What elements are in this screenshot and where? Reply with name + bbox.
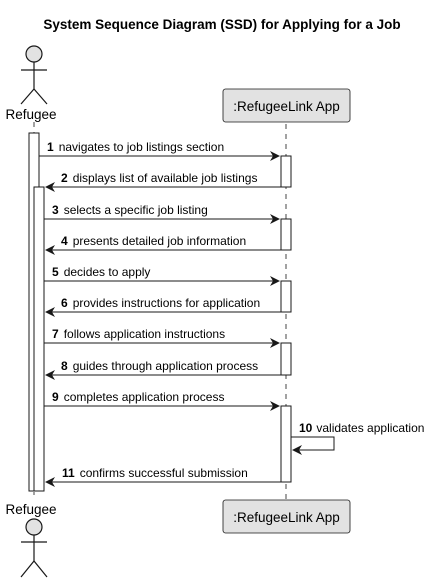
system-label-bottom: :RefugeeLink App [233, 510, 340, 525]
system-activation-5 [280, 280, 292, 313]
system-label-top: :RefugeeLink App [233, 99, 340, 114]
system-box-bottom [222, 499, 351, 534]
system-activation-3 [280, 218, 292, 251]
actor-figure-top [20, 45, 48, 105]
actor-activation-bar-nested [33, 186, 45, 492]
actor-label-top: Refugee [5, 107, 56, 122]
system-box-top [222, 88, 351, 123]
system-activation-1 [280, 155, 292, 188]
system-activation-7 [280, 342, 292, 376]
system-activation-9 [280, 405, 292, 483]
message-10-arrow [291, 436, 335, 455]
actor-figure-bottom [20, 518, 48, 578]
diagram-title: System Sequence Diagram (SSD) for Applyi… [43, 17, 400, 32]
actor-label-bottom: Refugee [5, 502, 56, 517]
